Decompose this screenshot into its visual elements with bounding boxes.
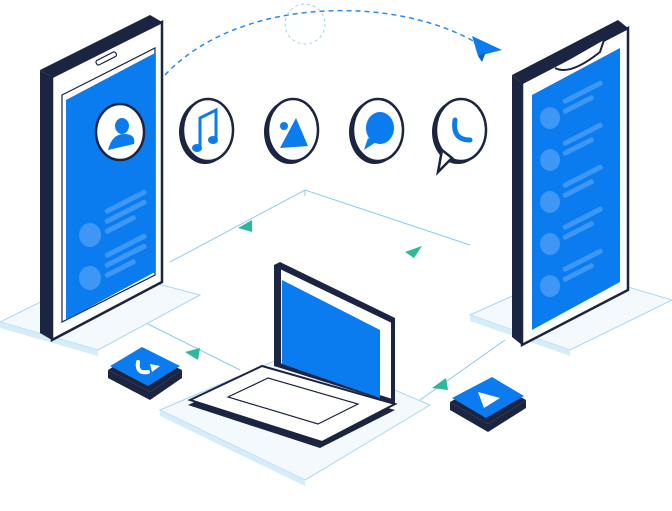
phone-transfer-icon (135, 360, 160, 375)
paper-plane-icon (472, 36, 502, 62)
laptop (187, 262, 398, 448)
photo-image-icon (264, 97, 320, 164)
left-phone-list (79, 189, 147, 290)
music-note-icon (179, 97, 235, 164)
flow-arrows (185, 220, 448, 390)
right-phone (512, 20, 630, 348)
message-bubble-icon (349, 97, 405, 164)
left-phone (40, 15, 164, 343)
contact-user-icon (94, 102, 146, 162)
flow-arrow-bottom-right (432, 378, 448, 390)
flow-arrow-top-left (238, 220, 252, 232)
play-icon (478, 392, 500, 408)
flow-arrow-top-right (405, 246, 422, 258)
phone-call-icon (432, 97, 488, 176)
transfer-arc (164, 3, 502, 76)
phone-transfer-tile (108, 347, 182, 400)
right-phone-list (540, 80, 603, 297)
flow-arrow-bottom-left (185, 348, 200, 360)
connection-lines (139, 189, 506, 401)
play-tile (450, 377, 526, 432)
